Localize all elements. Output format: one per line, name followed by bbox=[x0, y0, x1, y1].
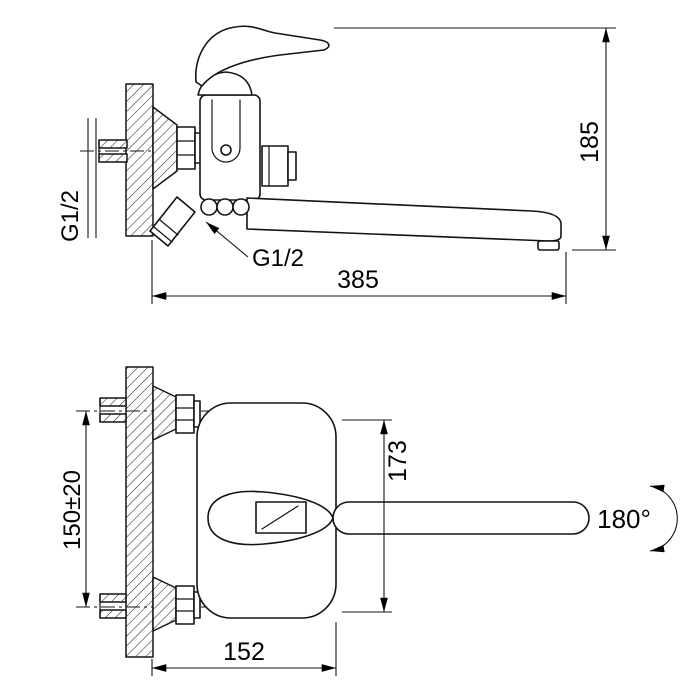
dimension-150-20: 150±20 bbox=[59, 411, 90, 607]
shower-outlet bbox=[149, 196, 196, 247]
lower-supply-pipe bbox=[99, 593, 127, 619]
upper-eccentric bbox=[152, 385, 177, 441]
wall-section bbox=[125, 366, 154, 658]
side-view: 185 385 G1/2 G1/2 bbox=[57, 25, 616, 304]
swivel-joint bbox=[200, 198, 250, 216]
body-detail bbox=[220, 144, 232, 156]
aerator bbox=[537, 240, 560, 251]
lower-nut bbox=[175, 585, 201, 625]
swivel-angle-label: 180° bbox=[597, 504, 651, 534]
swivel-arc-arrow bbox=[649, 484, 678, 553]
front-view: 180° 173 150±20 152 bbox=[59, 366, 678, 676]
swivel-annotation: 180° bbox=[597, 484, 678, 553]
lower-eccentric bbox=[152, 576, 177, 632]
dim-150-label: 150±20 bbox=[59, 470, 86, 550]
dim-185-label: 185 bbox=[576, 121, 604, 163]
wall-section bbox=[125, 83, 154, 237]
spout bbox=[246, 197, 562, 242]
diverter-cap bbox=[261, 145, 297, 187]
dim-385-label: 385 bbox=[337, 266, 379, 294]
dim-152-label: 152 bbox=[223, 638, 265, 666]
body-contour bbox=[211, 99, 241, 163]
supply-pipe bbox=[98, 139, 128, 163]
lever-handle bbox=[195, 25, 330, 87]
upper-supply-pipe bbox=[99, 397, 127, 423]
spout-front bbox=[332, 501, 590, 535]
thread-label-shower: G1/2 bbox=[205, 221, 304, 272]
dimension-185: 185 bbox=[334, 27, 616, 251]
svg-text:G1/2: G1/2 bbox=[252, 245, 304, 272]
eccentric-connector bbox=[152, 106, 178, 190]
dimension-152: 152 bbox=[151, 622, 337, 676]
dimension-385: 385 bbox=[151, 240, 567, 304]
upper-nut bbox=[175, 394, 201, 434]
dim-173-label: 173 bbox=[384, 440, 412, 482]
thread-label-wall: G1/2 bbox=[57, 190, 84, 242]
dimension-173: 173 bbox=[342, 419, 412, 613]
mounting-nut bbox=[176, 126, 203, 170]
lever-handle-front bbox=[207, 490, 334, 546]
